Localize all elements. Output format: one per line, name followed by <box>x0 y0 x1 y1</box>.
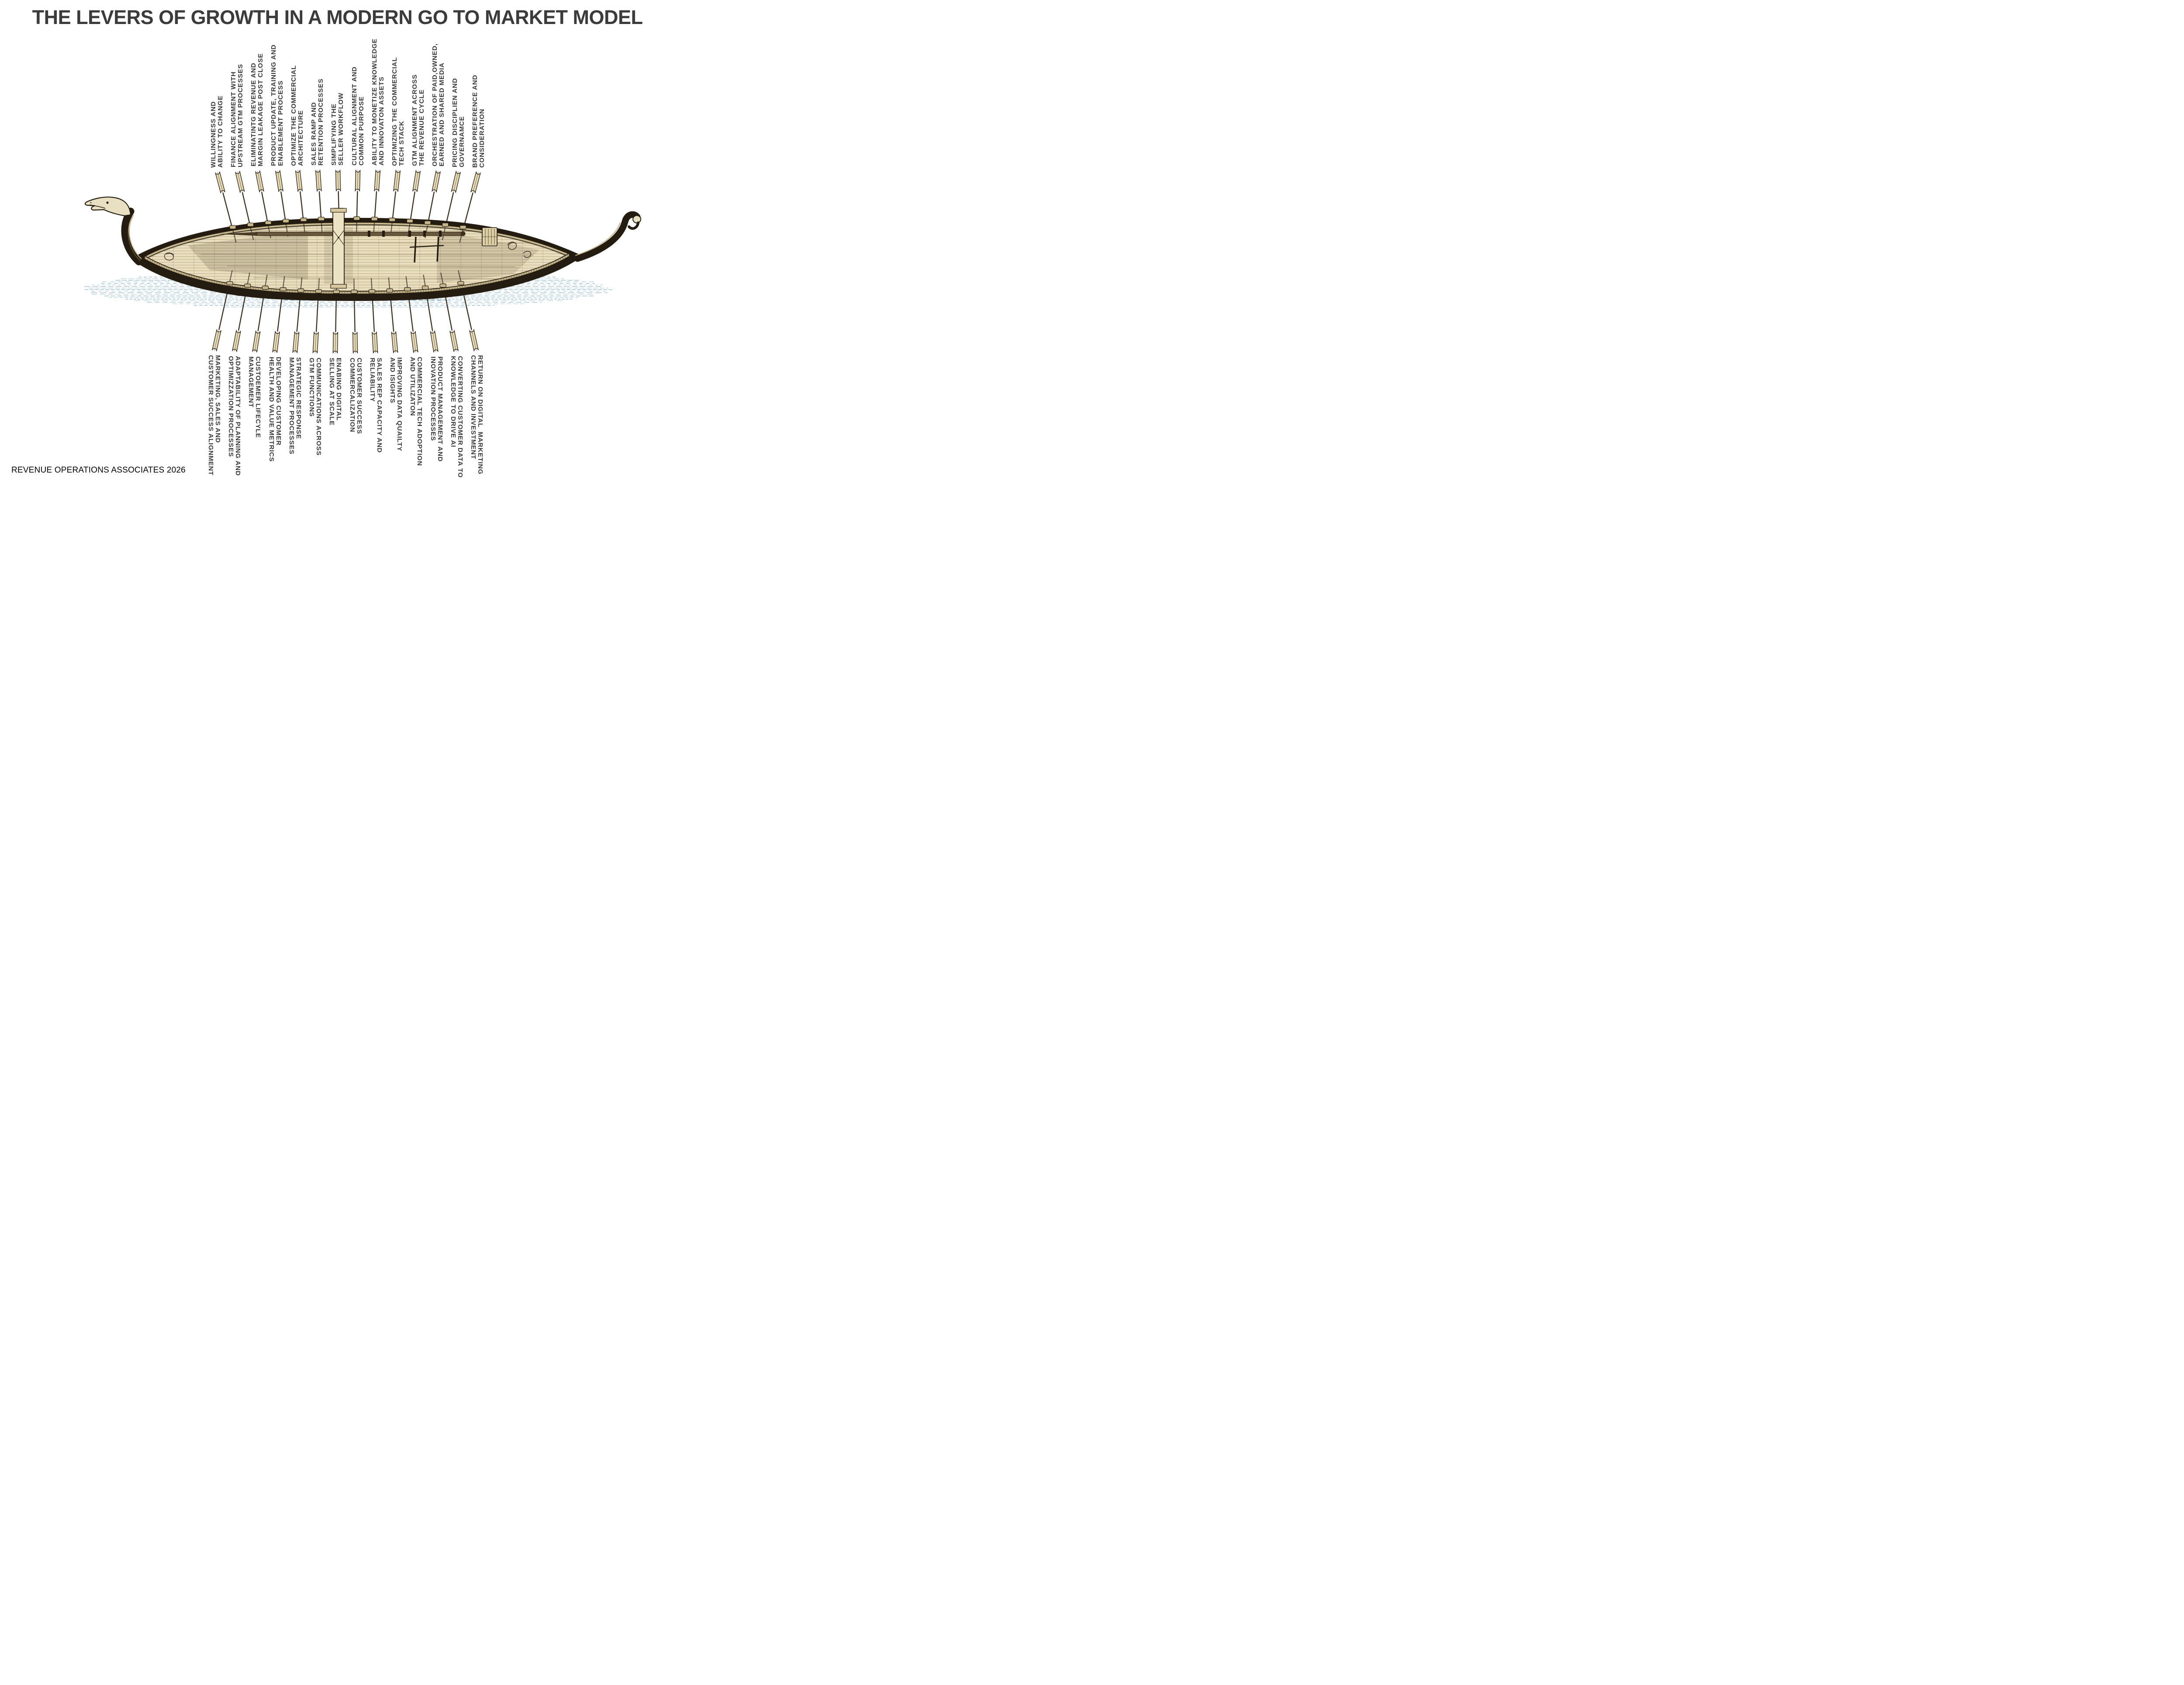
deck-ornaments <box>164 242 531 261</box>
oar-top <box>445 171 461 228</box>
oar-top <box>409 170 421 224</box>
oar-bottom <box>371 289 378 354</box>
deck-hatch <box>482 227 498 246</box>
dragon-eye <box>106 201 109 204</box>
oar-top <box>215 171 234 230</box>
oar-top <box>255 170 269 225</box>
oar-top <box>374 169 381 222</box>
oar-top <box>391 170 401 223</box>
footer-credit: REVENUE OPERATIONS ASSOCIATES 2026 <box>11 466 186 475</box>
ship-deck <box>145 223 569 293</box>
mast-spar <box>218 231 466 263</box>
oar-top <box>295 170 304 223</box>
oar-top <box>235 171 251 228</box>
stern-curl <box>574 211 641 262</box>
oar-top <box>462 171 481 230</box>
viking-ship-illustration <box>84 169 641 354</box>
oar-top <box>427 170 441 225</box>
deck-shadows <box>145 223 569 284</box>
oar-bottom <box>272 287 284 353</box>
gunwale-rails <box>144 222 570 295</box>
dragon-head-prow <box>84 197 143 266</box>
oar-top <box>355 169 361 221</box>
page-title: THE LEVERS OF GROWTH IN A MODERN GO TO M… <box>32 6 643 28</box>
oar-top <box>315 169 322 222</box>
mast-fish-block <box>330 208 347 289</box>
oar-top <box>275 170 287 224</box>
bottom-oars <box>212 281 479 354</box>
oar-top <box>335 169 341 221</box>
